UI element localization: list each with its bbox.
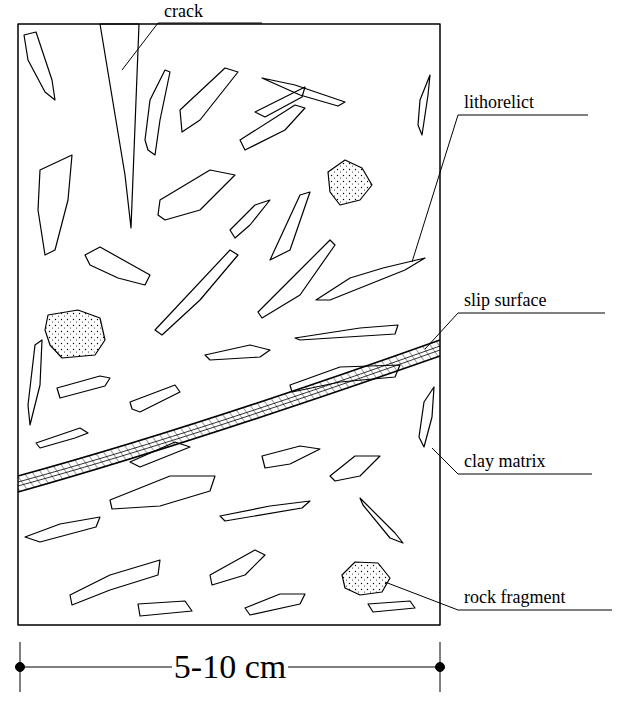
leader-lines xyxy=(122,23,612,610)
part-label: clay matrix xyxy=(462,452,547,472)
dimension-label: 5-10 cm xyxy=(172,648,288,685)
part-label: lithorelict xyxy=(462,93,536,113)
dimension-line xyxy=(16,642,445,692)
part-label: crack xyxy=(162,2,205,22)
part-label: slip surface xyxy=(462,291,548,311)
slip-surface-band xyxy=(18,340,440,492)
sample-block xyxy=(18,24,440,625)
crack-wedge xyxy=(100,24,139,228)
part-label: rock fragment xyxy=(462,588,567,608)
lithorelicts xyxy=(24,32,434,616)
